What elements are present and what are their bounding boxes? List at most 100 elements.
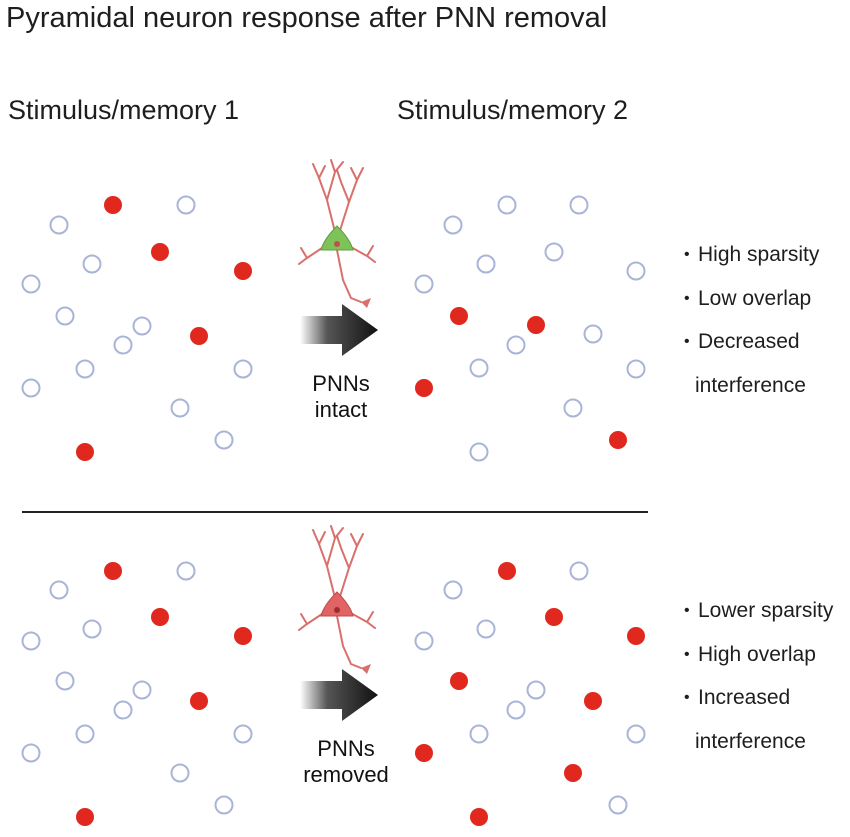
inactive-cell (469, 358, 489, 378)
active-cell (450, 672, 468, 690)
inactive-cell (132, 316, 152, 336)
active-cell (151, 608, 169, 626)
inactive-cell (49, 215, 69, 235)
inactive-cell (55, 671, 75, 691)
cell-group-intact-left (21, 195, 253, 461)
inactive-cell (497, 195, 517, 215)
inactive-cell (626, 724, 646, 744)
bullet-text: High sparsity (698, 243, 820, 266)
active-cell (498, 562, 516, 580)
bullet-text: High overlap (698, 642, 816, 666)
column-heading-memory-2: Stimulus/memory 2 (397, 95, 629, 125)
inactive-cell (214, 430, 234, 450)
inactive-cell (21, 378, 41, 398)
inactive-cell (75, 359, 95, 379)
inactive-cell (82, 619, 102, 639)
column-heading-memory-1: Stimulus/memory 1 (8, 95, 240, 125)
inactive-cell (75, 724, 95, 744)
inactive-cell (233, 359, 253, 379)
inactive-cell (113, 335, 133, 355)
bullet-continuation: interference (695, 729, 806, 753)
inactive-cell (132, 680, 152, 700)
cell-group-removed-right (414, 561, 646, 826)
active-cell (627, 627, 645, 645)
inactive-cell (526, 680, 546, 700)
cell-group-removed-left (21, 561, 253, 826)
active-cell (545, 608, 563, 626)
arrow-label-line-1: PNNs (317, 736, 375, 761)
inactive-cell (506, 700, 526, 720)
bullet-item: •Low overlap (684, 286, 812, 310)
figure-title: Pyramidal neuron response after PNN remo… (6, 2, 608, 34)
inactive-cell (113, 700, 133, 720)
active-cell (190, 327, 208, 345)
neuron-intact-icon (298, 159, 376, 308)
bullet-list-intact: •High sparsity •Low overlap •Decreased i… (684, 233, 819, 407)
inactive-cell (569, 561, 589, 581)
inactive-cell (469, 442, 489, 462)
active-cell (470, 808, 488, 826)
active-cell (104, 562, 122, 580)
inactive-cell (21, 743, 41, 763)
active-cell (527, 316, 545, 334)
inactive-cell (21, 274, 41, 294)
inactive-cell (55, 306, 75, 326)
inactive-cell (214, 795, 234, 815)
neuron-removed-icon (298, 525, 376, 674)
inactive-cell (626, 261, 646, 281)
inactive-cell (414, 631, 434, 651)
inactive-cell (583, 324, 603, 344)
active-cell (234, 262, 252, 280)
inactive-cell (476, 619, 496, 639)
bullet-text: Increased (698, 686, 791, 709)
inactive-cell (443, 215, 463, 235)
bullet-item: •High overlap (684, 642, 816, 666)
inactive-cell (176, 195, 196, 215)
inactive-cell (176, 561, 196, 581)
bullet-text: Low overlap (698, 286, 812, 310)
arrow-label-intact: PNNs intact (286, 371, 396, 423)
active-cell (104, 196, 122, 214)
bullet-text: Lower sparsity (698, 599, 834, 622)
bullet-item: •Lower sparsity (684, 599, 834, 622)
inactive-cell (21, 631, 41, 651)
inactive-cell (49, 580, 69, 600)
active-cell (415, 744, 433, 762)
active-cell (151, 243, 169, 261)
inactive-cell (569, 195, 589, 215)
inactive-cell (608, 795, 628, 815)
active-cell (584, 692, 602, 710)
active-cell (234, 627, 252, 645)
arrow-icon-removed (300, 669, 378, 721)
bullet-item: •Decreased (684, 330, 800, 353)
cell-layer (21, 195, 646, 826)
inactive-cell (414, 274, 434, 294)
inactive-cell (170, 763, 190, 783)
arrow-label-line-1: PNNs (312, 371, 370, 396)
inactive-cell (469, 724, 489, 744)
inactive-cell (82, 254, 102, 274)
bullet-item: •High sparsity (684, 243, 820, 266)
inactive-cell (170, 398, 190, 418)
inactive-cell (476, 254, 496, 274)
active-cell (609, 431, 627, 449)
active-cell (415, 379, 433, 397)
bullet-text: Decreased (698, 330, 800, 353)
bullet-item: •Increased (684, 686, 791, 709)
arrow-label-removed: PNNs removed (291, 736, 401, 788)
active-cell (190, 692, 208, 710)
arrow-label-line-2: removed (303, 762, 389, 787)
cell-group-intact-right (414, 195, 646, 462)
active-cell (564, 764, 582, 782)
active-cell (76, 443, 94, 461)
active-cell (450, 307, 468, 325)
arrow-label-line-2: intact (314, 397, 368, 422)
inactive-cell (233, 724, 253, 744)
inactive-cell (563, 398, 583, 418)
inactive-cell (544, 242, 564, 262)
arrow-icon-intact (300, 304, 378, 356)
inactive-cell (443, 580, 463, 600)
active-cell (76, 808, 94, 826)
inactive-cell (626, 359, 646, 379)
